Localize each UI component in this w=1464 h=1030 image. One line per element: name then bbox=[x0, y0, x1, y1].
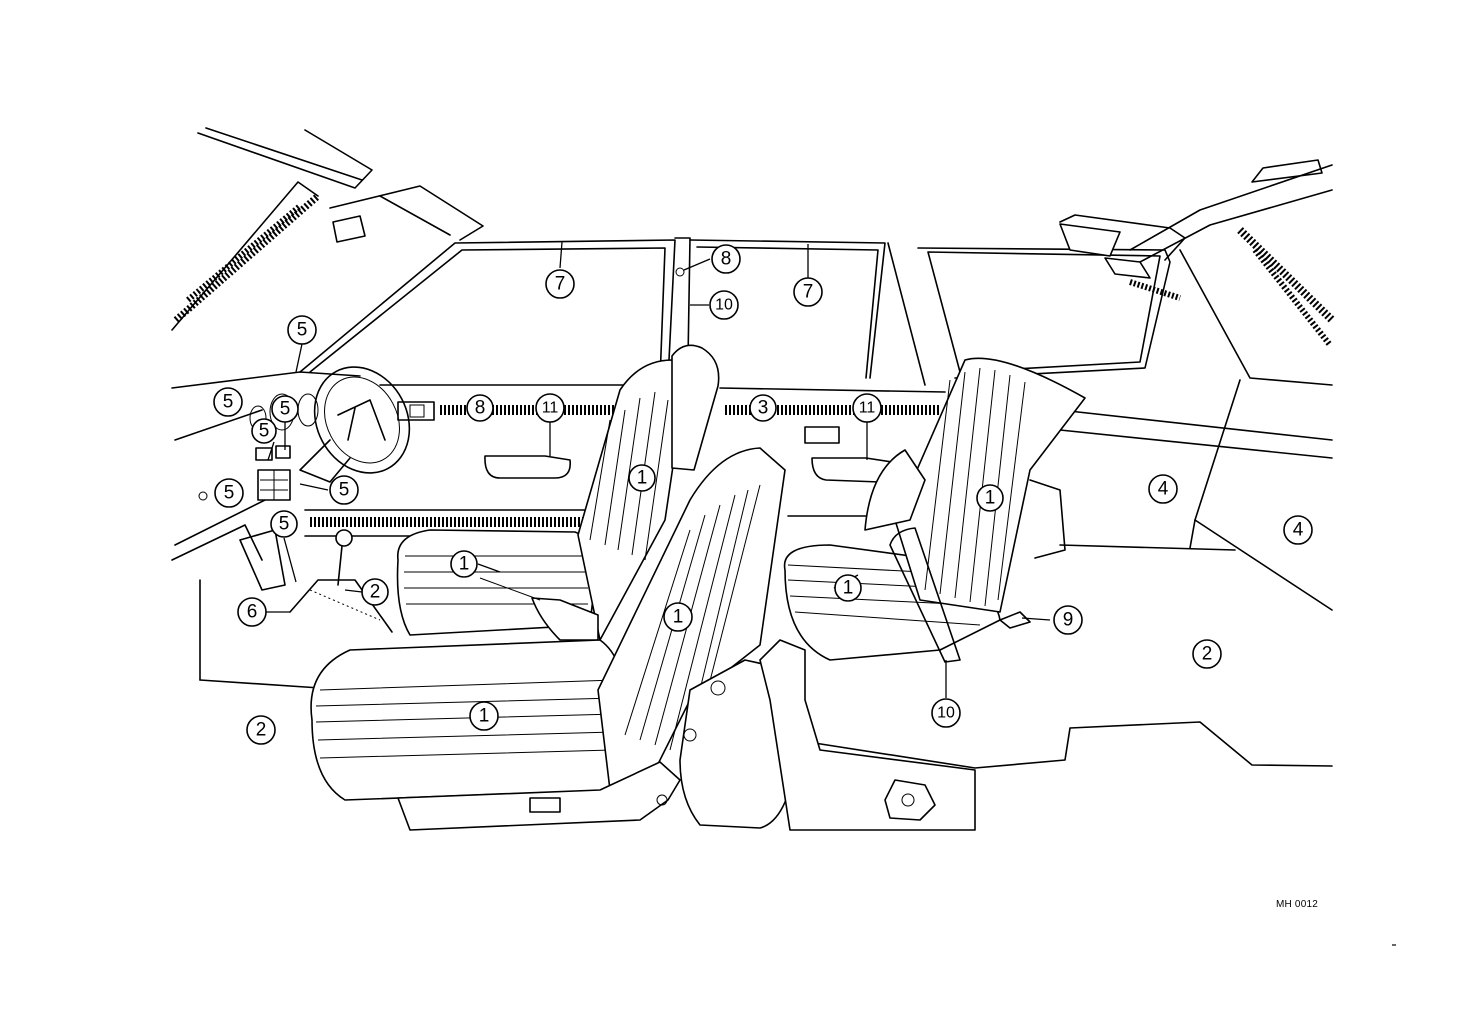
defroster-vent-hatch bbox=[173, 193, 321, 323]
callout-c4-rear-quarter: 4 bbox=[1283, 515, 1313, 545]
front-passenger-seat bbox=[396, 344, 720, 641]
callout-c5-lower-dash: 5 bbox=[214, 478, 244, 508]
callout-c11-rear-armrest: 11 bbox=[852, 393, 882, 423]
callout-c1-front-seatback: 1 bbox=[628, 464, 656, 492]
callout-label: 5 bbox=[224, 483, 235, 504]
callout-c1-front-seat-cushion: 1 bbox=[450, 550, 478, 578]
callout-label: 8 bbox=[475, 398, 486, 419]
callout-label: 9 bbox=[1063, 610, 1074, 631]
callout-c2-cargo-floor: 2 bbox=[1192, 639, 1222, 669]
callout-c10-rear-belt: 10 bbox=[931, 698, 961, 728]
shifter bbox=[289, 529, 393, 633]
callout-c11-front-armrest: 11 bbox=[535, 393, 565, 423]
callout-c7-front-door-glass: 7 bbox=[545, 269, 575, 299]
callout-c5-center: 5 bbox=[270, 510, 298, 538]
callout-c5-windshield-pillar: 5 bbox=[287, 315, 317, 345]
callout-label: 5 bbox=[280, 399, 291, 420]
callout-c5-dash-left: 5 bbox=[213, 387, 243, 417]
callout-label: 7 bbox=[555, 274, 566, 295]
callout-c8-front-door-trim: 8 bbox=[466, 394, 494, 422]
callout-c2-console: 2 bbox=[361, 578, 389, 606]
callout-c5-column: 5 bbox=[329, 475, 359, 505]
callout-label: 5 bbox=[339, 480, 350, 501]
callout-label: 5 bbox=[297, 320, 308, 341]
windshield-header bbox=[171, 127, 484, 331]
rear-hatch bbox=[1059, 159, 1335, 611]
callout-c1-rear-seat-cushion: 1 bbox=[834, 574, 862, 602]
callout-c2-floor-left: 2 bbox=[246, 715, 276, 745]
callout-label: 2 bbox=[370, 582, 381, 603]
callout-label: 5 bbox=[223, 392, 234, 413]
callout-c10-pillar-belt: 10 bbox=[709, 290, 739, 320]
b-pillar bbox=[674, 237, 691, 361]
callout-c5-switch: 5 bbox=[251, 418, 277, 444]
callout-label: 2 bbox=[256, 720, 267, 741]
callout-c4-rear-side-panel: 4 bbox=[1148, 474, 1178, 504]
callout-c1-driver-seat-cushion: 1 bbox=[469, 701, 499, 731]
callout-label: 5 bbox=[259, 421, 270, 442]
callout-label: 10 bbox=[715, 297, 733, 314]
floor-outline bbox=[199, 519, 1333, 769]
figure-code: MH 0012 bbox=[1276, 899, 1318, 910]
callout-label: 4 bbox=[1293, 520, 1304, 541]
callout-c3-rear-door-trim: 3 bbox=[749, 394, 777, 422]
callout-label: 1 bbox=[673, 607, 684, 628]
callout-label: 1 bbox=[479, 706, 490, 727]
callout-label: 8 bbox=[721, 249, 732, 270]
callout-label: 1 bbox=[637, 468, 648, 489]
callout-c9-belt-buckle: 9 bbox=[1053, 605, 1083, 635]
callout-c6-shift-boot: 6 bbox=[237, 597, 267, 627]
callout-label: 11 bbox=[542, 400, 559, 417]
callout-label: 1 bbox=[843, 578, 854, 599]
driver-seat bbox=[310, 447, 799, 831]
callout-label: 11 bbox=[859, 400, 876, 417]
callout-c1-driver-seatback: 1 bbox=[663, 602, 693, 632]
callout-label: 1 bbox=[985, 488, 996, 509]
callout-label: 1 bbox=[459, 554, 470, 575]
callout-label: 5 bbox=[279, 514, 290, 535]
callout-label: 2 bbox=[1202, 644, 1213, 665]
callout-label: 7 bbox=[803, 282, 814, 303]
callout-label: 4 bbox=[1158, 479, 1169, 500]
callout-c7-rear-door-glass: 7 bbox=[793, 277, 823, 307]
callout-label: 3 bbox=[758, 398, 769, 419]
rear-door bbox=[689, 239, 1171, 517]
callout-c8-pillar: 8 bbox=[711, 244, 741, 274]
callout-label: 10 bbox=[937, 705, 955, 722]
callout-c1-rear-seatback: 1 bbox=[976, 484, 1004, 512]
steering-wheel bbox=[299, 366, 411, 483]
callout-label: 6 bbox=[247, 602, 258, 623]
callouts: 7 7 8 10 5 5 5 5 5 5 5 8 11 3 11 1 1 4 4… bbox=[213, 244, 1313, 745]
front-door bbox=[299, 239, 676, 537]
callout-c5-cluster: 5 bbox=[271, 395, 299, 423]
